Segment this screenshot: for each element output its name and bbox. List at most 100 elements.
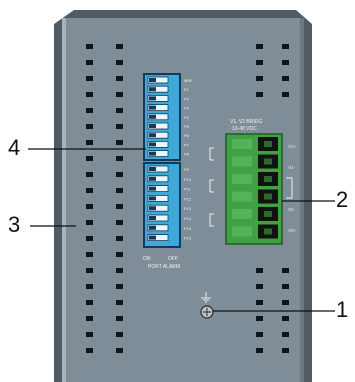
- dip-switch-bank: MBPP1P2P3P4P5P6P7P8P9P10P11P12P13P14P15P…: [143, 73, 193, 270]
- vent-slot: [116, 44, 123, 49]
- vent-slot: [116, 76, 123, 81]
- dip-label-upper: MBP: [184, 78, 193, 83]
- vent-slot: [282, 268, 289, 273]
- terminal-label: V1-: [288, 165, 296, 170]
- vent-slot: [116, 188, 123, 193]
- panel-highlight-right: [300, 18, 304, 382]
- vent-slot: [86, 332, 93, 337]
- dip-switch-lever: [149, 216, 156, 220]
- dip-switch-slot: [147, 165, 169, 173]
- dip-switch-slot: [147, 113, 169, 121]
- dip-label-upper: P4: [184, 115, 190, 120]
- vent-slot: [282, 92, 289, 97]
- terminal-label: V2+: [288, 228, 297, 233]
- dip-switch-lever: [149, 206, 156, 211]
- vent-slot: [86, 316, 93, 321]
- dip-label-lower: P16: [184, 236, 192, 241]
- vent-slot: [256, 44, 263, 49]
- dip-switch-slot: [147, 214, 169, 222]
- vent-slot: [86, 76, 93, 81]
- vent-slot: [256, 268, 263, 273]
- vent-slot: [116, 252, 123, 257]
- vent-slot: [86, 252, 93, 257]
- dip-switch-lever: [149, 235, 156, 240]
- terminal-screw: [264, 176, 272, 182]
- terminal-header-line1: V1, V2 BRIDG: [230, 119, 262, 125]
- ventilation-slots: [86, 44, 289, 353]
- dip-label-upper: P5: [184, 124, 190, 129]
- vent-slot: [86, 236, 93, 241]
- panel-highlight-left: [62, 18, 66, 382]
- dip-off-label: OFF: [168, 256, 178, 262]
- dip-label-lower: P10: [184, 177, 192, 182]
- vent-slot: [86, 284, 93, 289]
- dip-switch-slot: [147, 131, 169, 139]
- vent-slot: [86, 108, 93, 113]
- terminal-screw: [264, 193, 272, 200]
- vent-slot: [282, 316, 289, 321]
- dip-switch-lever: [149, 196, 156, 201]
- dip-switch-lever: [149, 186, 156, 191]
- relay-bracket-1: [209, 147, 214, 161]
- dip-label-upper: P7: [184, 142, 190, 147]
- vent-slot: [86, 300, 93, 305]
- dip-switches: [147, 76, 169, 242]
- vent-slot: [256, 348, 263, 353]
- terminal-sockets: [232, 137, 278, 239]
- dip-switch-slot: [147, 104, 169, 111]
- dip-switch-lever: [149, 114, 156, 119]
- terminal-labels: V1+V1-V2-V2+: [288, 144, 297, 233]
- vent-slot: [256, 300, 263, 305]
- vent-slot: [86, 60, 93, 65]
- dip-switch-slot: [147, 150, 169, 158]
- dip-label-lower: P9: [184, 167, 190, 172]
- terminal-screw: [264, 158, 272, 165]
- terminal-plug-face: [232, 209, 252, 219]
- dip-label-upper: P8: [184, 152, 190, 157]
- dip-label-upper: P6: [184, 133, 190, 138]
- dip-label-lower: P13: [184, 206, 192, 211]
- relay-bracket-3: [209, 213, 214, 227]
- terminal-screw: [264, 141, 272, 147]
- callout-1: 1: [336, 297, 349, 322]
- vent-slot: [282, 284, 289, 289]
- vent-slot: [256, 332, 263, 337]
- vent-slot: [116, 220, 123, 225]
- terminal-plug-face: [232, 226, 252, 237]
- vent-slot: [256, 284, 263, 289]
- vent-slot: [282, 300, 289, 305]
- vent-slot: [116, 92, 123, 97]
- dip-label-lower: P14: [184, 216, 192, 221]
- vent-slot: [116, 124, 123, 129]
- terminal-block: V1, V2 BRIDG 12-48 VDC V1+V1-V2-V2+: [209, 119, 297, 245]
- vent-slot: [116, 140, 123, 145]
- vent-slot: [116, 332, 123, 337]
- vent-slot: [282, 44, 289, 49]
- vent-slot: [86, 92, 93, 97]
- vent-slot: [86, 124, 93, 129]
- dip-switch-lever: [149, 167, 156, 171]
- terminal-label: V1+: [288, 144, 297, 149]
- vent-slot: [116, 300, 123, 305]
- vent-slot: [256, 316, 263, 321]
- screw-slot: [203, 308, 211, 316]
- dip-label-lower: P12: [184, 196, 192, 201]
- vent-slot: [116, 284, 123, 289]
- dip-switch-lever: [149, 124, 156, 128]
- vent-slot: [86, 172, 93, 177]
- dip-switch-lever: [149, 176, 156, 181]
- ground-symbol-icon: [201, 292, 211, 303]
- vent-slot: [116, 268, 123, 273]
- vent-slot: [282, 348, 289, 353]
- dip-switch-lever: [149, 105, 156, 110]
- vent-slot: [256, 76, 263, 81]
- dip-label-upper: P1: [184, 87, 190, 92]
- dip-on-label: ON: [143, 256, 151, 262]
- dip-switch-slot: [147, 185, 169, 193]
- vent-slot: [282, 76, 289, 81]
- dip-label-lower: P15: [184, 226, 192, 231]
- dip-switch-slot: [147, 224, 169, 232]
- vent-slot: [116, 108, 123, 113]
- dip-switch-slot: [147, 95, 169, 102]
- terminal-plug-face: [232, 174, 252, 184]
